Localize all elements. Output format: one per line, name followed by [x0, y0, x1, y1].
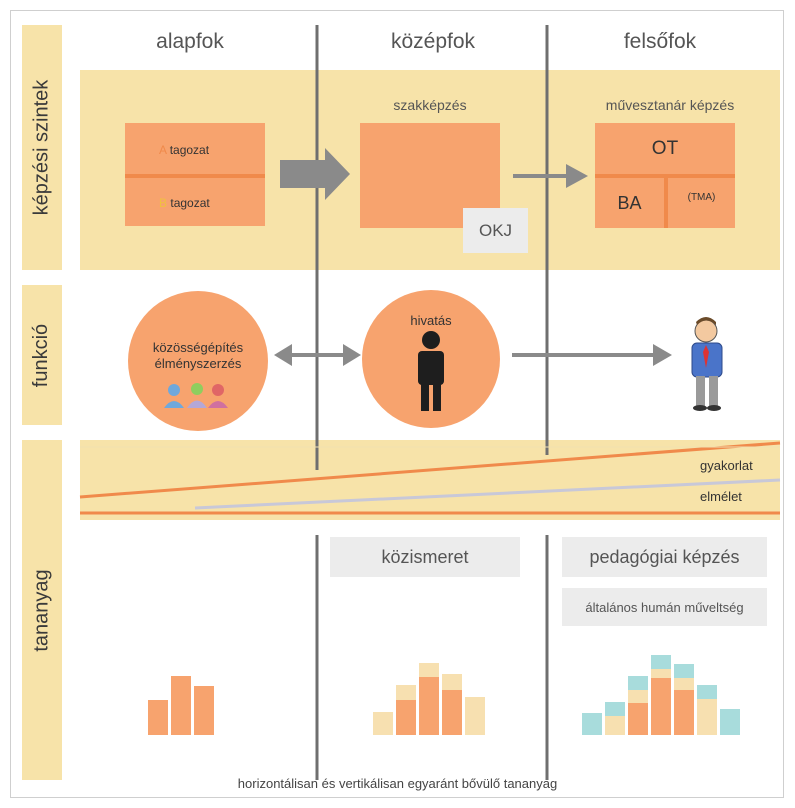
pedagogy-box: pedagógiai képzés — [562, 537, 767, 577]
column-header-higher: felsőfok — [623, 30, 697, 53]
a-tagozat-box: A tagozat — [125, 123, 265, 175]
practice-label: gyakorlat — [700, 458, 753, 473]
column-header-basic: alapfok — [156, 30, 224, 53]
theory-label: elmélet — [700, 489, 742, 504]
bar-stack-higher — [582, 655, 740, 735]
bar-stack-middle — [373, 663, 485, 735]
side-band-curriculum: tananyag — [22, 440, 62, 780]
tagozat-divider — [125, 174, 265, 178]
general-education-box: közismeret — [330, 537, 520, 577]
vocational-title: szakképzés — [393, 97, 467, 113]
arrow-right-icon — [512, 344, 672, 366]
double-arrow-icon — [274, 344, 361, 366]
arrow-right-icon — [280, 148, 350, 200]
okj-badge: OKJ — [463, 208, 528, 253]
arrow-right-icon — [513, 164, 588, 188]
b-tagozat-box: B tagozat — [125, 178, 265, 226]
community-text-2: élményszerzés — [154, 356, 242, 371]
column-header-middle: középfok — [390, 30, 476, 53]
art-teacher-title: művesztanár képzés — [605, 97, 735, 113]
higher-divider-h — [595, 174, 735, 178]
tma-label: (TMA) — [687, 192, 716, 203]
ot-label: OT — [651, 138, 679, 159]
theory-line — [194, 478, 781, 510]
humanities-box: általános humán műveltség — [562, 588, 767, 626]
vocation-text: hivatás — [410, 313, 452, 328]
practice-line — [79, 441, 781, 499]
people-group-icon — [164, 383, 228, 408]
community-text-1: közösségépítés — [152, 340, 244, 355]
a-letter: A — [159, 143, 167, 157]
person-icon — [418, 331, 444, 411]
b-label: tagozat — [170, 196, 210, 210]
higher-divider-v — [664, 178, 668, 228]
bar-stack-basic — [148, 676, 214, 735]
ba-label: BA — [617, 193, 642, 213]
b-letter: B — [159, 196, 168, 210]
businessman-icon — [691, 317, 723, 411]
a-label: tagozat — [169, 143, 210, 157]
side-band-levels: képzési szintek — [22, 25, 62, 270]
side-band-function: funkció — [22, 285, 62, 425]
